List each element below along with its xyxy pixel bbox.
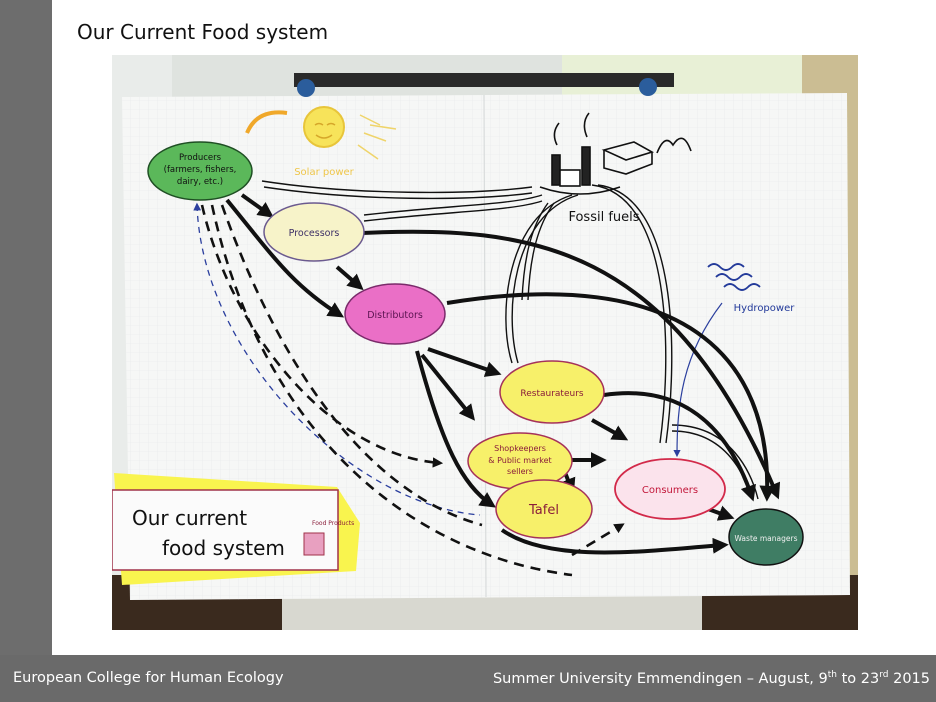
fossil-fuel-flow-arrows bbox=[261, 180, 759, 500]
slide-title: Our Current Food system bbox=[77, 20, 329, 44]
distributors-node bbox=[344, 283, 446, 345]
blue-dashed-arrow bbox=[193, 202, 481, 516]
tafel-node bbox=[495, 479, 593, 539]
sun-drawing bbox=[245, 106, 397, 160]
footer-sup-rd: rd bbox=[879, 670, 889, 680]
hydropower-arrow bbox=[673, 302, 723, 458]
card-title-line2: food system bbox=[162, 536, 285, 560]
flipchart-photo: Producers (farmers, fishers, dairy, etc.… bbox=[112, 55, 858, 630]
footer-event-suffix: 2015 bbox=[888, 670, 930, 687]
restaurateurs-node bbox=[499, 360, 605, 424]
solar-power-label: Solar power bbox=[294, 167, 354, 178]
hydropower-label: Hydropower bbox=[734, 303, 796, 314]
factory-drawing bbox=[539, 112, 692, 195]
dashed-arrows bbox=[200, 204, 625, 577]
card-title-line1: Our current bbox=[132, 506, 247, 530]
distributors-label: Distributors bbox=[367, 310, 423, 321]
footer-sup-th: th bbox=[827, 670, 837, 680]
consumers-label: Consumers bbox=[642, 485, 698, 496]
footer-event-mid: to 23 bbox=[836, 670, 880, 687]
magnet-right bbox=[639, 78, 657, 96]
restaurateurs-label: Restaurateurs bbox=[520, 389, 584, 399]
producers-label-3: dairy, etc.) bbox=[177, 177, 223, 187]
magnet-left bbox=[297, 79, 315, 97]
consumers-node bbox=[614, 458, 726, 520]
card-small-label: Food Products bbox=[312, 520, 354, 527]
tafel-label: Tafel bbox=[528, 503, 559, 518]
shopkeepers-label-2: & Public market bbox=[488, 456, 551, 465]
producers-label-2: (farmers, fishers, bbox=[164, 165, 237, 175]
shopkeepers-label: Shopkeepers bbox=[494, 444, 546, 453]
footer-event: Summer University Emmendingen – August, … bbox=[493, 670, 930, 687]
waste-managers-label: Waste managers bbox=[735, 534, 798, 543]
processors-label: Processors bbox=[289, 228, 340, 239]
producers-node bbox=[147, 141, 253, 201]
shopkeepers-label-3: sellers bbox=[507, 467, 533, 476]
title-card bbox=[112, 473, 360, 585]
food-flow-arrows bbox=[225, 193, 781, 555]
waste-managers-node bbox=[728, 508, 804, 566]
processors-node bbox=[263, 202, 365, 262]
fossil-fuels-label: Fossil fuels bbox=[568, 210, 639, 225]
left-sidebar-bar bbox=[0, 0, 52, 655]
footer-college: European College for Human Ecology bbox=[13, 670, 284, 686]
waves-drawing bbox=[707, 263, 761, 291]
producers-label: Producers bbox=[179, 153, 222, 163]
footer-event-prefix: Summer University Emmendingen – August, … bbox=[492, 670, 828, 687]
footer: European College for Human Ecology Summe… bbox=[0, 655, 936, 702]
